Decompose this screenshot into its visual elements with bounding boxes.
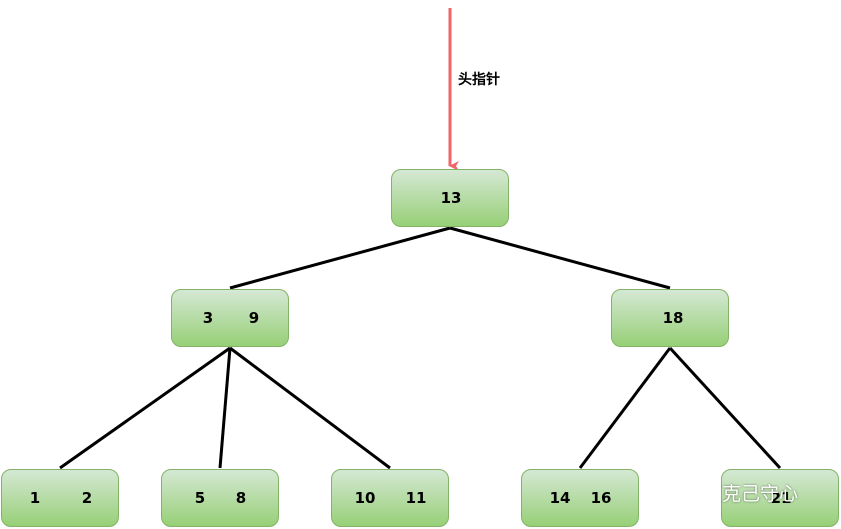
node-key: 13 (440, 189, 462, 207)
node-key: 16 (590, 489, 612, 507)
tree-node: 21 (721, 469, 839, 527)
tree-edge (229, 346, 391, 470)
tree-node: 14 16 (521, 469, 639, 527)
node-key: 3 (202, 309, 214, 327)
node-key: 18 (662, 309, 684, 327)
node-key: 2 (81, 489, 93, 507)
tree-edge (218, 347, 232, 469)
node-key: 14 (549, 489, 571, 507)
node-key: 9 (248, 309, 260, 327)
watermark: 克己守心 (682, 479, 798, 505)
node-key: 1 (29, 489, 41, 507)
tree-edges (59, 226, 782, 470)
tree-edge (578, 347, 672, 469)
node-key: 8 (235, 489, 247, 507)
tree-node: 10 11 (331, 469, 449, 527)
wechat-icon (683, 480, 714, 503)
tree-edge (229, 226, 451, 290)
tree-edge (59, 346, 231, 470)
tree-node: 18 (611, 289, 729, 347)
node-key: 5 (194, 489, 206, 507)
tree-node: 13 (391, 169, 509, 227)
watermark-text: 克己守心 (722, 482, 799, 505)
node-key: 11 (405, 489, 427, 507)
node-key: 10 (354, 489, 376, 507)
head-pointer-label: 头指针 (458, 72, 500, 88)
tree-edge (449, 226, 671, 290)
node-key: 21 (770, 489, 792, 507)
tree-edge (668, 346, 782, 470)
